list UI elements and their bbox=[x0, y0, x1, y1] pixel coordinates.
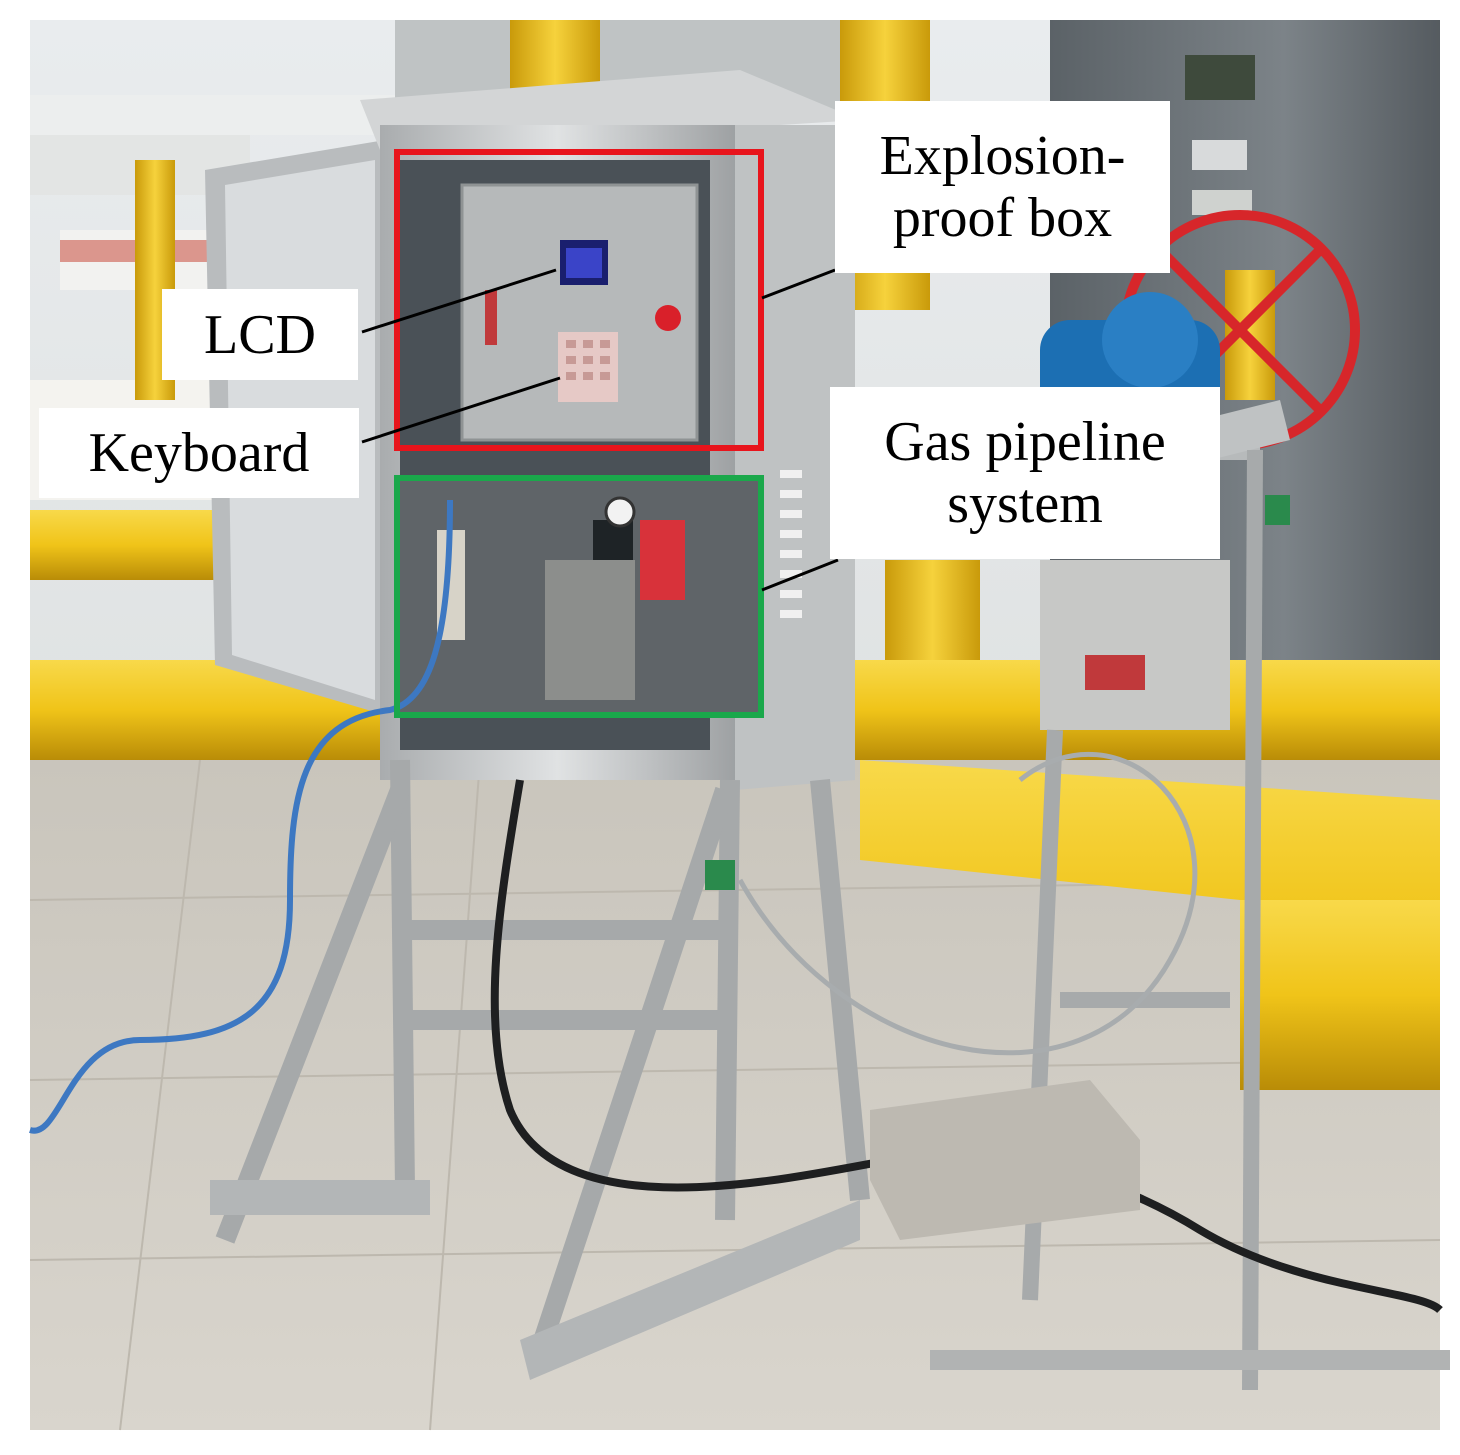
gas-pipeline-system-label: Gas pipeline system bbox=[830, 387, 1220, 559]
keyboard-label: Keyboard bbox=[39, 408, 359, 498]
gas-pipeline-system-frame bbox=[394, 475, 764, 718]
lcd-label-text: LCD bbox=[204, 303, 316, 366]
gas-system-leader-line bbox=[761, 558, 839, 592]
explosion-proof-box-label-line1: Explosion- bbox=[879, 125, 1126, 187]
keyboard-leader-line bbox=[361, 376, 561, 444]
gas-pipeline-system-label-line1: Gas pipeline bbox=[884, 411, 1166, 473]
lcd-label: LCD bbox=[162, 289, 358, 380]
explosion-proof-box-label-line2: proof box bbox=[892, 187, 1113, 249]
lcd-leader-line bbox=[361, 268, 557, 334]
explosion-proof-box-label: Explosion- proof box bbox=[835, 101, 1170, 273]
keyboard-label-text: Keyboard bbox=[88, 422, 310, 484]
explosion-proof-box-frame bbox=[394, 149, 764, 451]
gas-pipeline-system-label-line2: system bbox=[947, 473, 1103, 535]
explosion-box-leader-line bbox=[761, 268, 836, 300]
